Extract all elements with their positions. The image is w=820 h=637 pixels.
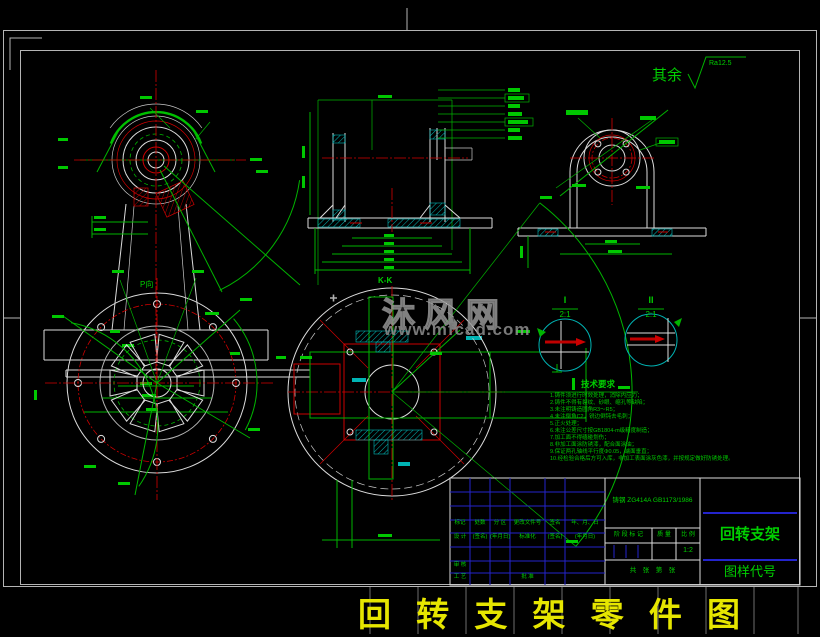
base bbox=[517, 227, 707, 237]
fold-marks bbox=[369, 587, 799, 634]
tech-line: 6.未注公差尺寸按GB1804-m级精度制造； bbox=[550, 427, 653, 434]
tb-material: 铸钢 ZG414A GB1173/1986 bbox=[612, 497, 693, 504]
tb-stage-header: 阶 段 标 记 bbox=[613, 532, 643, 538]
tech-requirements-title: 技术要求 bbox=[580, 379, 615, 389]
tech-line: 10.经检验合格后方可入库，非加工表面涂灰色漆，并按规定做好防锈处理。 bbox=[550, 455, 734, 462]
tb-process: 工 艺 bbox=[453, 574, 467, 580]
tech-line: 7.加工面不得磕碰划伤； bbox=[550, 434, 610, 441]
view-section bbox=[302, 88, 534, 340]
dim-text-blobs-kk bbox=[300, 196, 630, 543]
tb-date: 年、月、日 bbox=[571, 520, 599, 526]
detail-view-1 bbox=[537, 308, 592, 373]
tb-design-sign: (签名) bbox=[472, 534, 488, 540]
surface-note-prefix: 其余 bbox=[652, 67, 683, 84]
tb-design-date: (年月日) bbox=[490, 534, 511, 540]
flange bbox=[307, 217, 493, 229]
tb-std-sign: (签名) bbox=[547, 534, 563, 540]
tb-zone: 分 区 bbox=[493, 520, 507, 526]
detail-1-scale: 2:1 bbox=[559, 310, 571, 319]
view-side bbox=[517, 109, 707, 268]
tb-drawing-code: 图样代号 bbox=[723, 564, 776, 579]
sheet-frame bbox=[3, 8, 817, 634]
tech-requirements: 技术要求 1.铸件须进行时效处理，消除内应力； 2.铸件不得有裂纹、砂眼、缩孔等… bbox=[550, 379, 734, 463]
detail-1-label: I bbox=[563, 295, 567, 305]
corner-mark bbox=[9, 37, 42, 70]
dim-text-blobs-bottom-circle bbox=[34, 270, 260, 485]
tb-approve: 批 准 bbox=[521, 574, 534, 580]
dim-text-blobs-side bbox=[520, 110, 675, 258]
tech-line: 2.铸件不得有裂纹、砂眼、缩孔等缺陷； bbox=[550, 399, 649, 406]
view-front bbox=[43, 70, 366, 413]
tb-mark: 标记 bbox=[454, 520, 466, 526]
tb-scale-header: 比 例 bbox=[681, 532, 695, 538]
tb-standardize: 标准化 bbox=[519, 534, 536, 540]
tech-line: 3.未注明铸造圆角R3～R5； bbox=[550, 406, 619, 413]
tb-change-file: 更改文件号 bbox=[513, 520, 542, 526]
tech-line: 8.非加工面涂防锈漆，配合面涂油； bbox=[550, 441, 638, 448]
view-bottom-circle bbox=[34, 270, 275, 500]
tb-scale-value: 1:2 bbox=[683, 547, 693, 554]
tb-design: 设 计 bbox=[453, 534, 467, 540]
tech-line: 5.正火处理； bbox=[550, 420, 583, 427]
title-block-grid bbox=[449, 477, 801, 586]
drawing-title-footer: 回 转 支 架 零 件 图 A0 bbox=[358, 596, 749, 637]
view-label-p: P向 bbox=[140, 280, 154, 289]
mfcad-logo-icon bbox=[330, 294, 337, 302]
surface-roughness-value: Ra12.5 bbox=[709, 60, 732, 67]
leader-lines bbox=[438, 89, 534, 139]
tb-std-date: (年月日) bbox=[574, 534, 596, 540]
angle-dim-arc bbox=[539, 202, 633, 547]
tb-part-name: 回转支架 bbox=[719, 526, 780, 543]
tech-line: 4.未注倒角C2，锐边倒钝去毛刺； bbox=[550, 413, 634, 420]
revision-table-lines bbox=[450, 478, 605, 585]
dim-chain bbox=[314, 228, 471, 274]
watermark-site-name: 沐风网 bbox=[381, 295, 508, 333]
surface-roughness-icon bbox=[687, 56, 746, 90]
view-section-kk bbox=[287, 196, 638, 548]
tb-audit: 审 核 bbox=[453, 562, 467, 568]
section-cut-patch bbox=[133, 187, 149, 207]
tech-line: 9.保证两孔轴线平行度Φ0.05，端面垂直； bbox=[550, 448, 653, 455]
tb-sheet-info: 共 张 第 张 bbox=[629, 567, 676, 574]
tech-line: 1.铸件须进行时效处理，消除内应力； bbox=[550, 392, 643, 399]
detail-view-2 bbox=[624, 308, 682, 367]
section-label-kk: K-K bbox=[378, 276, 393, 285]
watermark: 沐风网 www.mfcad.com bbox=[320, 286, 550, 346]
detail-2-scale: 2:1 bbox=[645, 310, 657, 319]
tb-weight-header: 质 量 bbox=[657, 532, 671, 538]
detail-2-label: II bbox=[648, 295, 654, 305]
watermark-url: www.mfcad.com bbox=[384, 320, 531, 339]
dim-text-blobs-section bbox=[302, 88, 528, 340]
tb-count: 处数 bbox=[474, 520, 486, 526]
tb-sign: 签名 bbox=[549, 520, 561, 526]
